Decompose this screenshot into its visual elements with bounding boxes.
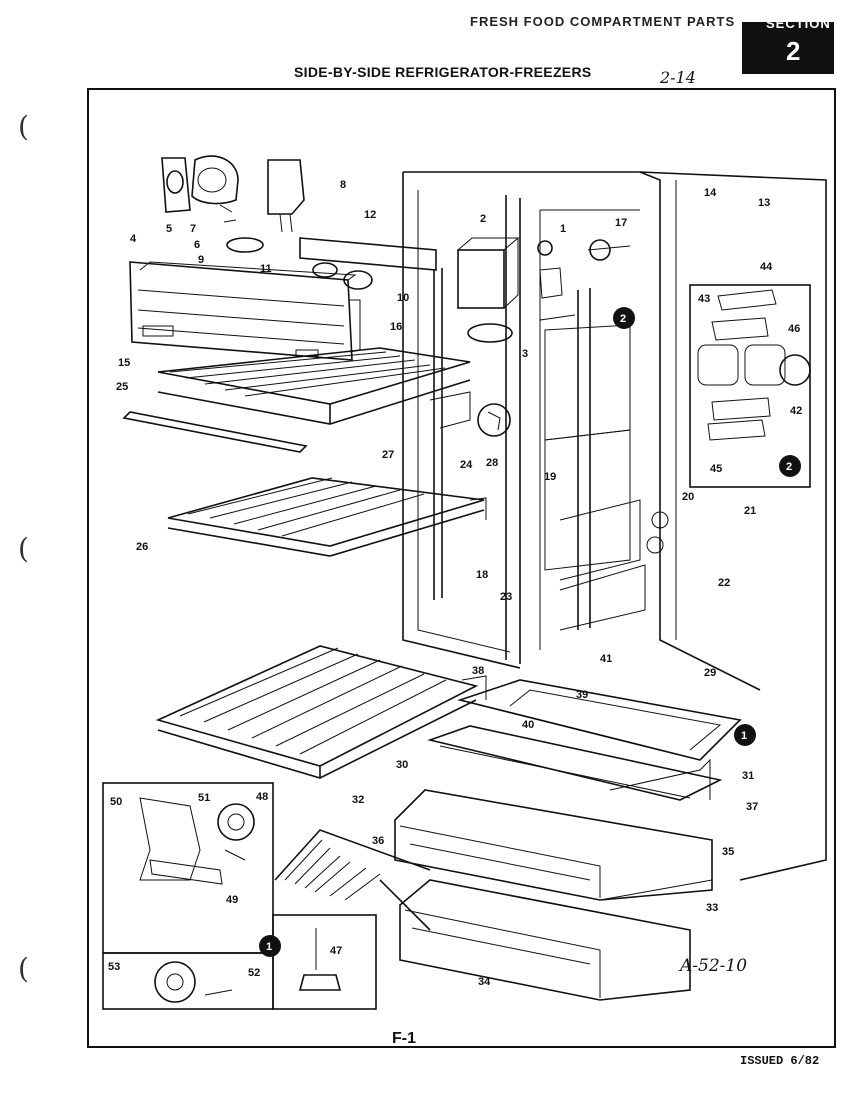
callout-label: 14	[704, 187, 717, 199]
callout-label: 41	[600, 653, 612, 665]
page-code: F-1	[392, 1030, 416, 1047]
callout-label: 9	[198, 254, 204, 266]
callout-label: 24	[460, 459, 473, 471]
callout-label: 46	[788, 323, 800, 335]
callout-label: 33	[706, 902, 718, 914]
binder-hole-mark: (	[18, 110, 29, 143]
issued-date: ISSUED 6/82	[740, 1054, 820, 1068]
inset-marker-label: 1	[741, 730, 747, 742]
callout-label: 15	[118, 357, 130, 369]
callout-label: 34	[478, 976, 491, 988]
marker-circle	[259, 935, 281, 957]
bottom-shelf	[274, 829, 431, 931]
callout-label: 39	[576, 689, 588, 701]
section-header-text: FRESH FOOD COMPARTMENT PARTS	[470, 14, 736, 29]
binder-hole-mark: (	[18, 532, 29, 565]
inset-marker-label: 2	[620, 313, 626, 325]
inset-1	[102, 782, 377, 1010]
upper-shelf	[122, 347, 511, 453]
diagram-frame	[87, 88, 836, 1048]
callout-label: 50	[110, 796, 122, 808]
callout-label: 37	[746, 801, 758, 813]
callout-label: 45	[710, 463, 722, 475]
marker-circle	[613, 307, 635, 329]
callout-label: 26	[136, 541, 148, 553]
callout-label: 48	[256, 791, 268, 803]
callout-label: 10	[397, 292, 409, 304]
middle-shelf	[167, 477, 487, 557]
crisper-drawers	[394, 679, 742, 1001]
marker-circle	[779, 455, 801, 477]
callout-label: 30	[396, 759, 408, 771]
callout-label: 40	[522, 719, 534, 731]
lower-shelf	[155, 645, 487, 779]
callout-label: 42	[790, 405, 802, 417]
callout-label: 19	[544, 471, 556, 483]
callout-label: 31	[742, 770, 754, 782]
callout-label: 22	[718, 577, 730, 589]
inset-marker-label: 1	[266, 941, 272, 953]
binder-hole-mark: (	[18, 952, 29, 985]
callout-label: 52	[248, 967, 260, 979]
callout-label: 29	[704, 667, 716, 679]
callout-label: 17	[615, 217, 627, 229]
callout-label: 28	[486, 457, 498, 469]
callout-label: 12	[364, 209, 376, 221]
callout-label: 4	[130, 233, 137, 245]
part-callouts: 1 2 3 4 5 6 7 8 9 10 11 12 13 14 15 16 1…	[108, 179, 802, 988]
callout-label: 53	[108, 961, 120, 973]
callout-label: 13	[758, 197, 770, 209]
callout-label: 44	[760, 261, 773, 273]
section-label: SECTION	[766, 16, 831, 31]
callout-label: 8	[340, 179, 346, 191]
callout-label: 21	[744, 505, 756, 517]
inset-2	[689, 284, 811, 488]
callout-label: 49	[226, 894, 238, 906]
callout-label: 1	[560, 223, 566, 235]
section-number: 2	[786, 36, 801, 66]
callout-label: 23	[500, 591, 512, 603]
callout-label: 5	[166, 223, 172, 235]
callout-label: 27	[382, 449, 394, 461]
marker-circle	[734, 724, 756, 746]
page-title: SIDE-BY-SIDE REFRIGERATOR-FREEZERS	[294, 64, 592, 80]
callout-label: 11	[260, 263, 272, 275]
inset-marker-label: 2	[786, 461, 792, 473]
callout-label: 3	[522, 348, 528, 360]
callout-label: 47	[330, 945, 342, 957]
callout-label: 35	[722, 846, 734, 858]
cabinet-outline	[402, 171, 827, 881]
callout-label: 43	[698, 293, 710, 305]
control-assembly	[457, 237, 631, 343]
handwritten-note: 2-14	[660, 68, 696, 87]
callout-label: 38	[472, 665, 484, 677]
light-shield	[129, 261, 361, 361]
callout-label: 20	[682, 491, 694, 503]
drawing-id: A-52-10	[680, 956, 748, 976]
callout-label: 25	[116, 381, 128, 393]
callout-label: 51	[198, 792, 210, 804]
section-badge	[742, 22, 834, 74]
light-and-fan-parts	[161, 155, 437, 290]
callout-label: 7	[190, 223, 196, 235]
shelf-rails	[433, 268, 669, 631]
callout-label: 6	[194, 239, 200, 251]
callout-label: 36	[372, 835, 384, 847]
callout-label: 16	[390, 321, 402, 333]
callout-label: 18	[476, 569, 488, 581]
callout-label: 2	[480, 213, 486, 225]
callout-label: 32	[352, 794, 364, 806]
